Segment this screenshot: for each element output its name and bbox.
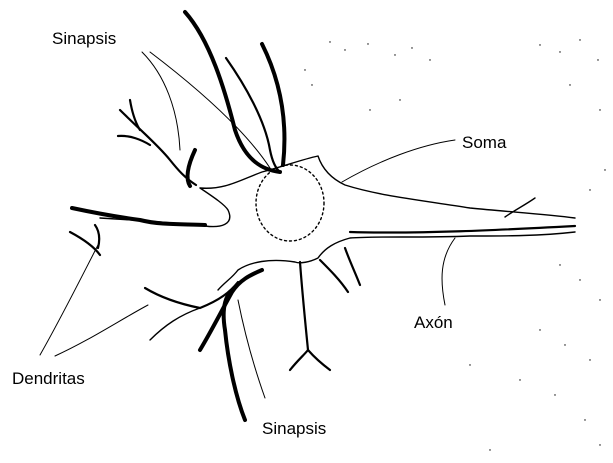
scan-speckle — [304, 39, 605, 450]
pointer-soma — [342, 140, 455, 182]
axon-fork — [505, 198, 535, 217]
pointer-dendritas — [40, 245, 148, 356]
label-dendritas: Dendritas — [12, 369, 85, 388]
pointer-sinapsis-bottom — [238, 300, 265, 398]
label-sinapsis-top: Sinapsis — [52, 29, 116, 48]
dendrite-top-2 — [226, 58, 280, 172]
dendrite-left-main — [72, 208, 205, 225]
dendrite-bottom-fork — [290, 350, 330, 370]
dendrite-lower-left-twig — [150, 308, 200, 340]
dendrite-top-3 — [262, 44, 284, 165]
pointer-axon — [442, 238, 455, 305]
dendrite-right-lower — [320, 248, 360, 292]
label-soma: Soma — [462, 133, 507, 152]
axon-branch — [350, 226, 575, 233]
nucleus-outline — [256, 165, 324, 241]
dendrite-lower-synapse — [224, 292, 245, 420]
dendrite-left-upper — [120, 110, 196, 185]
dendrite-bottom-stem — [300, 262, 308, 350]
label-axon: Axón — [414, 313, 453, 332]
dendrite-lower-mid — [200, 270, 262, 350]
label-sinapsis-bottom: Sinapsis — [262, 419, 326, 438]
